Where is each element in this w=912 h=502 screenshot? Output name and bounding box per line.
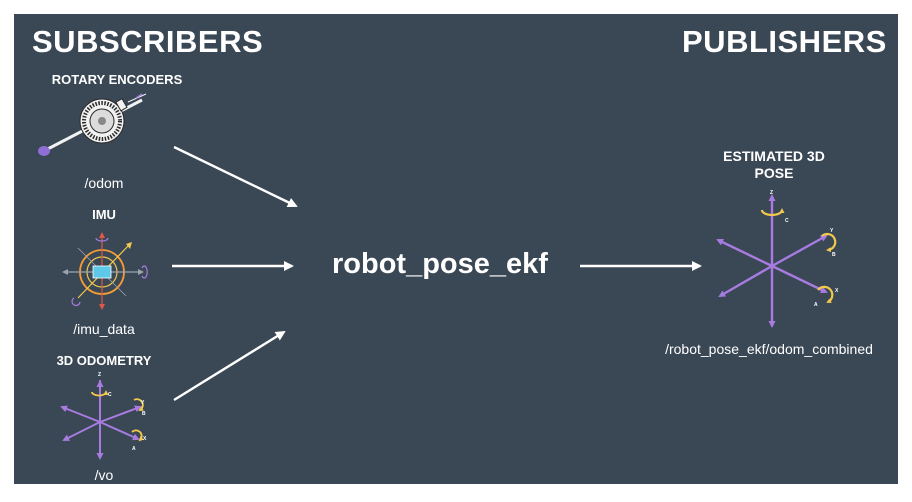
arrow-odom-to-ekf [173, 145, 298, 208]
svg-text:Y: Y [830, 228, 834, 234]
imu-data-topic: /imu_data [73, 321, 135, 337]
odom-combined-topic: /robot_pose_ekf/odom_combined [665, 341, 873, 357]
imu-icon [62, 232, 148, 310]
subscribers-heading: SUBSCRIBERS [32, 24, 264, 59]
imu-label: IMU [92, 207, 116, 222]
ekf-node-label: robot_pose_ekf [332, 248, 548, 280]
arrow-vo-to-ekf [173, 330, 286, 402]
svg-text:X: X [143, 436, 147, 442]
svg-text:B: B [832, 252, 836, 258]
svg-text:X: X [835, 288, 839, 294]
3d-odometry-label: 3D ODOMETRY [56, 353, 152, 368]
odometry-axes-icon: Z C Y B X A [60, 372, 147, 460]
svg-text:Z: Z [770, 190, 773, 196]
svg-text:C: C [785, 218, 789, 224]
diagram-canvas: SUBSCRIBERS PUBLISHERS ROTARY ENCODERS /… [14, 14, 898, 484]
svg-text:Z: Z [98, 372, 101, 378]
estimated-pose-label-line1: ESTIMATED 3D [723, 148, 825, 164]
estimated-pose-label-line2: POSE [754, 165, 794, 181]
rotary-encoder-icon [38, 93, 147, 156]
publishers-heading: PUBLISHERS [682, 24, 887, 59]
vo-topic: /vo [94, 467, 114, 483]
svg-text:B: B [142, 411, 146, 417]
svg-text:Y: Y [141, 400, 145, 406]
rotary-encoders-label: ROTARY ENCODERS [51, 72, 183, 87]
svg-text:A: A [132, 446, 136, 452]
diagram-graphics: Z C Y B X A Z C Y B X A [38, 93, 839, 460]
svg-text:C: C [108, 392, 112, 398]
svg-text:A: A [814, 302, 818, 308]
odom-topic: /odom [84, 175, 124, 191]
estimated-pose-axes-icon: Z C Y B X A [716, 190, 839, 328]
